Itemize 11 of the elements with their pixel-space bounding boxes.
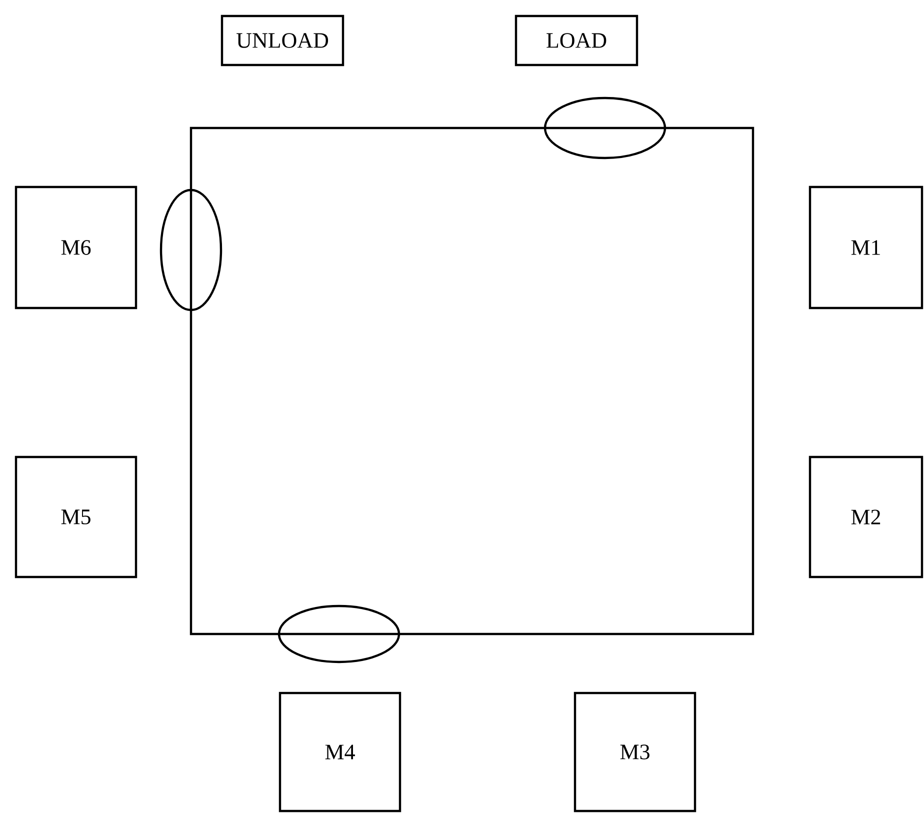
station-box: M5 — [14, 456, 138, 578]
station-box: M2 — [808, 456, 924, 578]
station-box: M4 — [278, 692, 402, 812]
station-box: LOAD — [514, 14, 638, 66]
station-box: UNLOAD — [220, 14, 344, 66]
station-box: M3 — [574, 692, 696, 812]
vehicle-ellipse — [544, 96, 666, 160]
station-box: M1 — [808, 186, 924, 310]
vehicle-ellipse — [160, 188, 222, 312]
station-box: M6 — [14, 186, 138, 310]
vehicle-ellipse — [278, 604, 400, 664]
